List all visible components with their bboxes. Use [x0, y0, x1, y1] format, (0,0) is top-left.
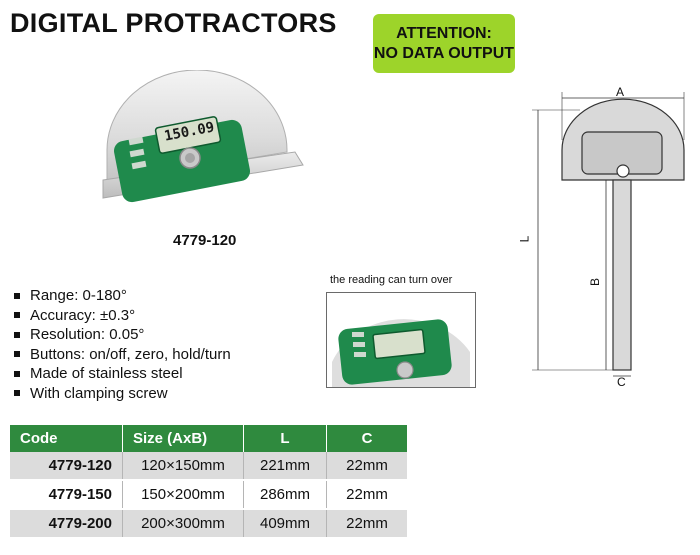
bullet-icon [14, 351, 20, 358]
column-header-l: L [243, 425, 327, 452]
cell-l: 221mm [243, 452, 327, 481]
cell-size: 200×300mm [122, 509, 244, 539]
table-row: 4779-120 120×150mm 221mm 22mm [10, 452, 407, 481]
attention-line-1: ATTENTION: [396, 24, 492, 42]
dimension-label-l: L [517, 235, 532, 243]
feature-item: With clamping screw [14, 384, 231, 404]
attention-line-2: NO DATA OUTPUT [373, 44, 515, 62]
table-row: 4779-150 150×200mm 286mm 22mm [10, 480, 407, 510]
bullet-icon [14, 312, 20, 319]
turn-caption: the reading can turn over [330, 274, 453, 286]
bullet-icon [14, 370, 20, 377]
main-model-label: 4779-120 [173, 232, 237, 249]
dimension-label-a: A [616, 85, 625, 99]
cell-c: 22mm [326, 452, 407, 481]
protractor-photo [102, 70, 304, 203]
column-header-c: C [326, 425, 407, 452]
cell-size: 150×200mm [122, 480, 244, 510]
feature-item: Resolution: 0.05° [14, 325, 231, 345]
bullet-icon [14, 390, 20, 397]
spec-table: Code Size (AxB) L C 4779-120 120×150mm 2… [10, 425, 407, 539]
cell-code: 4779-200 [10, 509, 123, 539]
cell-code: 4779-120 [10, 452, 123, 481]
feature-item: Accuracy: ±0.3° [14, 306, 231, 326]
feature-item: Buttons: on/off, zero, hold/turn [14, 345, 231, 365]
cell-code: 4779-150 [10, 480, 123, 510]
bullet-icon [14, 292, 20, 299]
dimension-label-c: C [617, 375, 626, 389]
feature-item: Range: 0-180° [14, 286, 231, 306]
cell-l: 286mm [243, 480, 327, 510]
table-row: 4779-200 200×300mm 409mm 22mm [10, 509, 407, 539]
cell-c: 22mm [326, 509, 407, 539]
cell-c: 22mm [326, 480, 407, 510]
turned-display-photo [326, 292, 476, 388]
bullet-icon [14, 331, 20, 338]
feature-item: Made of stainless steel [14, 364, 231, 384]
page-title: DIGITAL PROTRACTORS [10, 8, 337, 38]
dimension-label-b: B [588, 277, 603, 287]
column-header-code: Code [10, 425, 123, 452]
dimension-drawing [532, 92, 685, 377]
table-header-row: Code Size (AxB) L C [10, 425, 407, 452]
feature-list: Range: 0-180° Accuracy: ±0.3° Resolution… [14, 286, 231, 403]
cell-size: 120×150mm [122, 452, 244, 481]
cell-l: 409mm [243, 509, 327, 539]
attention-badge: ATTENTION: NO DATA OUTPUT [373, 14, 515, 73]
column-header-size: Size (AxB) [122, 425, 244, 452]
